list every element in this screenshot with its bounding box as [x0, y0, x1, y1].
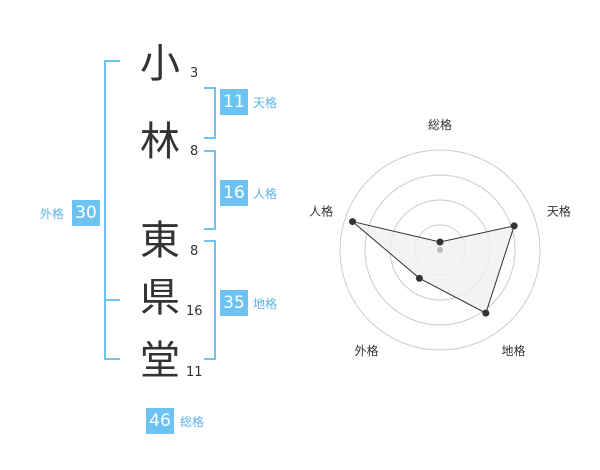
- stroke-count-1: 3: [190, 66, 199, 81]
- soukaku-badge: 46: [146, 408, 174, 434]
- gaikaku-label: 外格: [40, 207, 65, 221]
- gaikaku-badge: 30: [72, 200, 100, 226]
- radar-point-5: [349, 218, 357, 226]
- stroke-count-2: 8: [190, 144, 199, 159]
- name-char-4: 県: [140, 275, 180, 321]
- radar-axis-label-4: 外格: [355, 343, 379, 358]
- name-char-3: 東: [140, 218, 180, 264]
- radar-center-dot: [437, 247, 443, 253]
- radar-grid-ring-3: [364, 174, 516, 326]
- gaikaku-bracket-tick: [104, 299, 120, 301]
- radar-axis-label-2: 天格: [547, 203, 571, 218]
- tenkaku-badge: 11: [220, 89, 248, 115]
- jinkaku-label: 人格: [253, 187, 278, 201]
- chikaku-badge: 35: [220, 290, 248, 316]
- radar-axis-label-3: 地格: [501, 343, 525, 358]
- soukaku-label: 総格: [180, 415, 205, 429]
- radar-axis-label-5: 人格: [309, 203, 333, 218]
- radar-point-1: [436, 238, 444, 246]
- radar-grid-ring-4: [339, 149, 541, 351]
- radar-point-3: [482, 309, 490, 317]
- radar-point-4: [415, 274, 423, 282]
- chikaku-bracket: [204, 240, 216, 360]
- name-char-1: 小: [140, 41, 180, 87]
- name-char-2: 林: [140, 119, 180, 165]
- radar-series-area: [352, 221, 515, 314]
- tenkaku-label: 天格: [253, 96, 278, 110]
- gaikaku-bracket: [104, 60, 120, 360]
- name-char-5: 堂: [140, 338, 180, 384]
- tenkaku-bracket: [204, 87, 216, 139]
- chikaku-label: 地格: [253, 297, 278, 311]
- stroke-count-3: 8: [190, 244, 199, 259]
- stroke-count-5: 11: [186, 365, 203, 380]
- stroke-count-4: 16: [186, 304, 203, 319]
- jinkaku-badge: 16: [220, 180, 248, 206]
- radar-axis-label-1: 総格: [428, 117, 452, 132]
- jinkaku-bracket: [204, 150, 216, 230]
- radar-point-2: [510, 222, 518, 230]
